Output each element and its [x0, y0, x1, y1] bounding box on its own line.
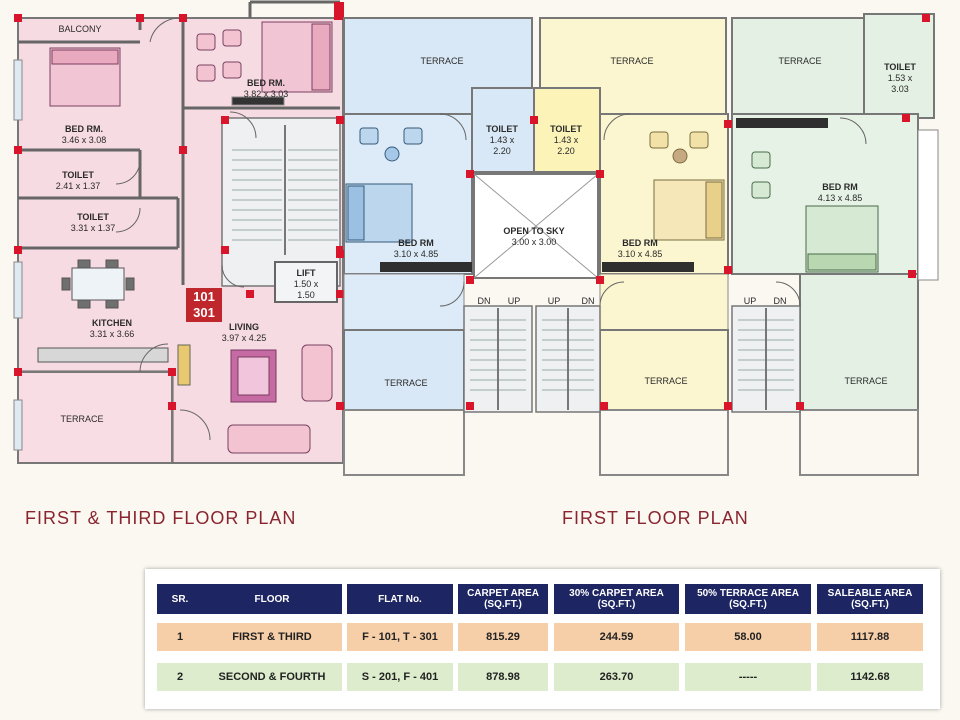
table-cell: 263.70: [554, 663, 679, 691]
table-cell: 815.29: [458, 623, 548, 651]
table-cell: 58.00: [685, 623, 811, 651]
lift-shaft: [274, 261, 338, 303]
area-statement-table: SR. FLOOR FLAT No. CARPET AREA (SQ.FT.) …: [145, 569, 940, 709]
door-swing: [115, 17, 257, 441]
table-cell: S - 201, F - 401: [347, 663, 453, 691]
terrace-label: TERRACE: [420, 56, 464, 66]
table-cell: 1117.88: [817, 623, 923, 651]
table-header-carpet-area: CARPET AREA (SQ.FT.): [458, 584, 548, 614]
first-third-floor-plan-drawing: [13, 0, 939, 476]
bed-icon: [653, 179, 725, 241]
table-header-30pct-carpet: 30% CARPET AREA (SQ.FT.): [554, 584, 679, 614]
table-header-saleable-area: SALEABLE AREA (SQ.FT.): [817, 584, 923, 614]
terrace-label: TERRACE: [844, 376, 888, 386]
stair-up-label: UP: [507, 296, 521, 306]
sofa-icon: [227, 424, 311, 454]
stair-dn-label: DN: [477, 296, 491, 306]
table-cell: 1142.68: [817, 663, 923, 691]
table-cell: SECOND & FOURTH: [202, 663, 342, 691]
toilet-yellow: [533, 87, 601, 173]
sofa-icon: [301, 344, 333, 402]
table-cell: -----: [685, 663, 811, 691]
right-plan-title: FIRST FLOOR PLAN: [562, 508, 749, 528]
bed-rm-2-label: BED RM.3.82 x 3.03: [243, 78, 289, 99]
armchair-icon: [751, 151, 771, 199]
stair-treads-left: [232, 149, 338, 241]
stair-up-label: UP: [547, 296, 561, 306]
window: [13, 59, 285, 451]
stair-up-label: UP: [743, 296, 757, 306]
terrace-left-label: TERRACE: [60, 414, 104, 424]
balcony-label: BALCONY: [58, 24, 102, 34]
terrace-green: [731, 17, 865, 115]
table-cell: 878.98: [458, 663, 548, 691]
table-header-sr: SR.: [157, 584, 203, 614]
bed-icon: [261, 21, 333, 93]
terrace-label: TERRACE: [610, 56, 654, 66]
table-header-flat-no: FLAT No.: [347, 584, 453, 614]
terrace-green-lower: [799, 273, 919, 411]
bed-rm-1-label: BED RM.3.46 x 3.08: [61, 124, 107, 145]
blue-unit-lower: [343, 273, 465, 331]
table-cell: F - 101, T - 301: [347, 623, 453, 651]
bed-icon: [49, 47, 121, 107]
table-cell: 2: [157, 663, 203, 691]
bed-icon: [805, 205, 879, 273]
door-swing: [439, 113, 867, 307]
terrace-label: TERRACE: [384, 378, 428, 388]
terrace-label: TERRACE: [644, 376, 688, 386]
stair-dn-label: DN: [773, 296, 787, 306]
armchair-icon: [649, 131, 709, 164]
dining-table-icon: [61, 259, 135, 309]
armchair-icon: [196, 29, 242, 82]
table-cell: 1: [157, 623, 203, 651]
stair-core-floor: [221, 117, 341, 287]
terrace-blue-lower: [343, 329, 465, 411]
kitchen-counter: [37, 347, 169, 363]
table-header-floor: FLOOR: [202, 584, 342, 614]
tv-unit-icon: [177, 344, 191, 386]
bed-icon: [345, 183, 413, 243]
table-cell: FIRST & THIRD: [202, 623, 342, 651]
wardrobe: [380, 118, 828, 272]
toilet-green: [863, 13, 935, 119]
toilet-blue: [471, 87, 535, 173]
table-header-50pct-terrace: 50% TERRACE AREA (SQ.FT.): [685, 584, 811, 614]
terrace-yellow-lower: [599, 329, 729, 411]
structural-column: [336, 14, 930, 410]
left-plan-title: FIRST & THIRD FLOOR PLAN: [25, 508, 297, 528]
terrace-label: TERRACE: [778, 56, 822, 66]
stair-dn-label: DN: [581, 296, 595, 306]
armchair-icon: [359, 127, 423, 162]
table-cell: 244.59: [554, 623, 679, 651]
